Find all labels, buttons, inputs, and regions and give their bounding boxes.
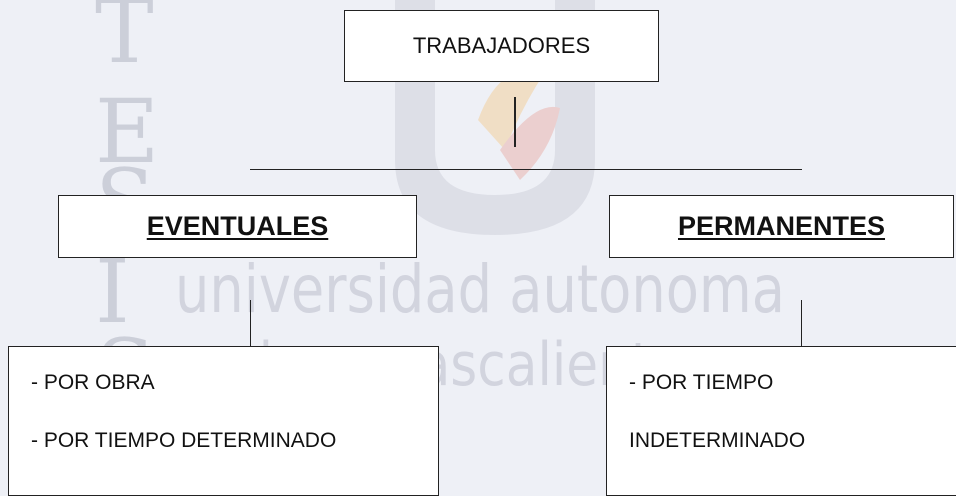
connector-horizontal: [250, 169, 802, 170]
eventuales-item-1: - POR OBRA: [31, 371, 155, 394]
root-label: TRABAJADORES: [412, 33, 591, 58]
category-eventuales-label: EVENTUALES: [146, 211, 329, 241]
category-permanentes-label: PERMANENTES: [677, 211, 886, 241]
permanentes-item-1: - POR TIEMPO: [629, 371, 774, 394]
watermark-text-line1: universidad autonoma: [175, 251, 785, 328]
root-node: TRABAJADORES: [344, 10, 659, 82]
connector-right-vertical: [801, 300, 802, 346]
category-permanentes: PERMANENTES: [609, 195, 954, 258]
watermark-letter-1: T: [95, 0, 154, 83]
permanentes-item-2: INDETERMINADO: [629, 429, 806, 452]
permanentes-items-box: - POR TIEMPO INDETERMINADO: [606, 346, 956, 496]
category-eventuales: EVENTUALES: [58, 195, 417, 258]
eventuales-items-box: - POR OBRA - POR TIEMPO DETERMINADO: [8, 346, 439, 496]
watermark-letter-2: E: [95, 80, 159, 183]
eventuales-item-2: - POR TIEMPO DETERMINADO: [31, 429, 337, 452]
connector-root-vertical: [514, 97, 516, 147]
connector-left-vertical: [250, 300, 251, 346]
